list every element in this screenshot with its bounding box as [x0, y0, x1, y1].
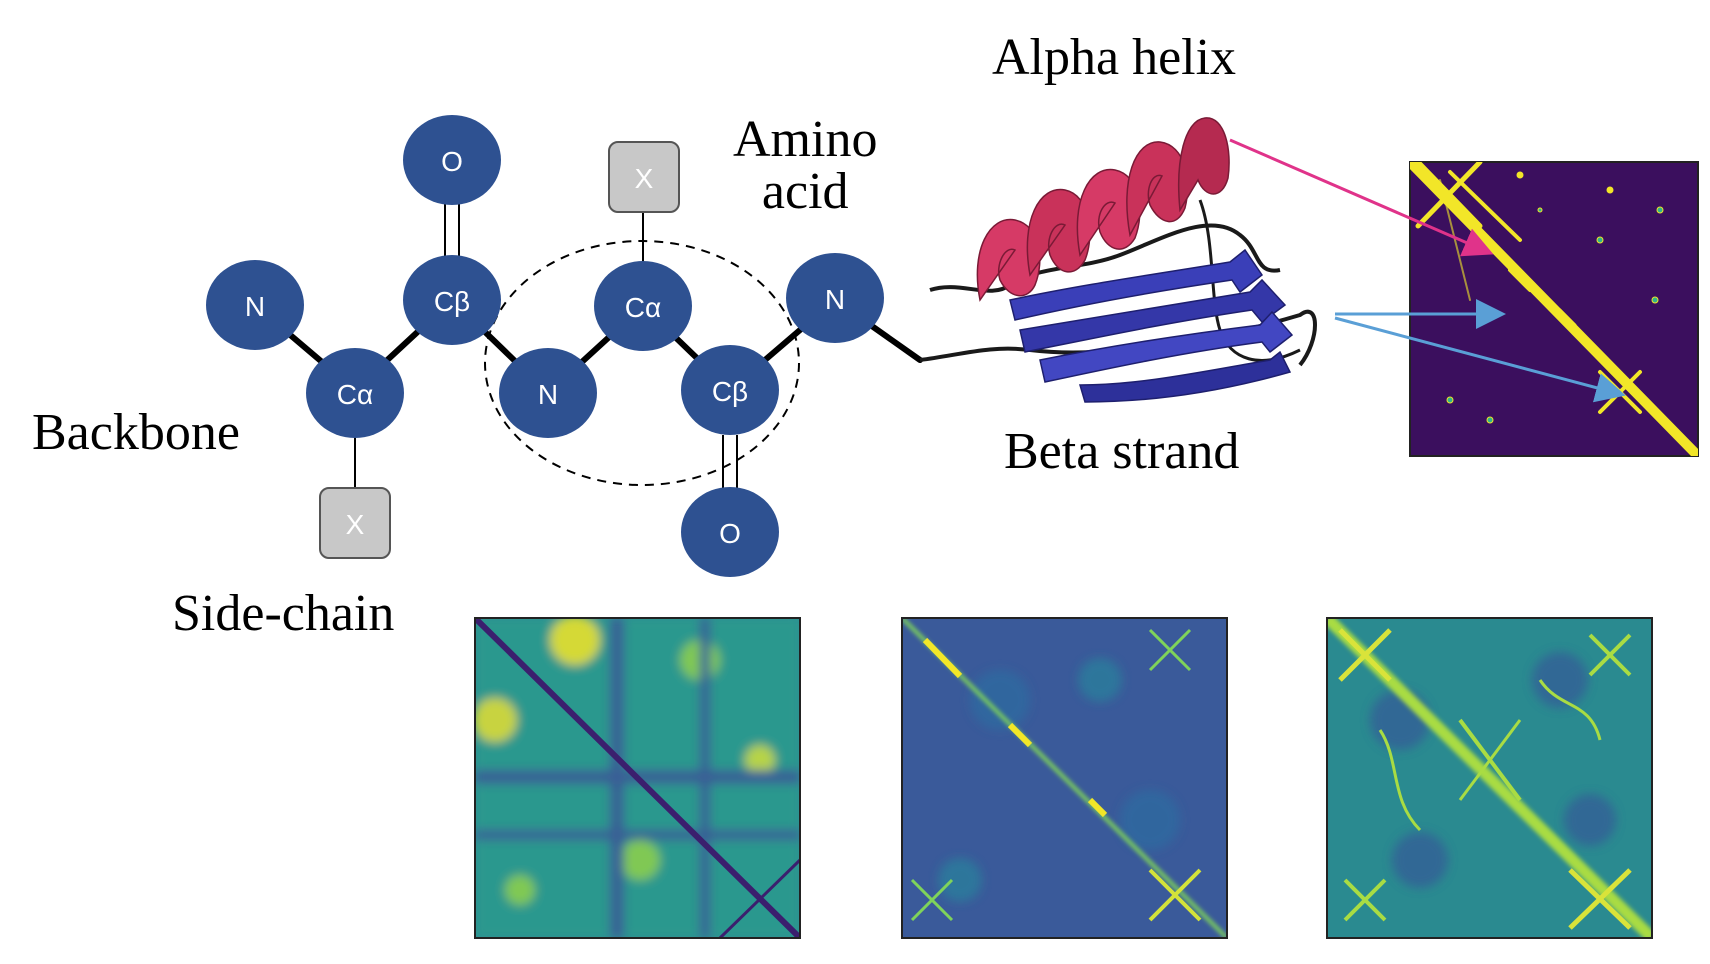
svg-text:Cα: Cα: [337, 379, 373, 410]
svg-text:X: X: [346, 509, 365, 540]
contact-map-true: [1409, 161, 1699, 457]
contact-map-predicted-2: [901, 617, 1228, 939]
backbone-label: Backbone: [32, 404, 240, 461]
svg-text:Cβ: Cβ: [434, 286, 470, 317]
atom-cb2: Cβ: [681, 345, 779, 435]
amino-acid-outline: [484, 240, 800, 486]
amino-acid-label: Amino acid: [733, 114, 877, 218]
svg-text:Cα: Cα: [625, 292, 661, 323]
sidechain-x1: X: [319, 487, 391, 559]
atom-n2: N: [499, 348, 597, 438]
atom-ca1: Cα: [306, 348, 404, 438]
atom-ca2: Cα: [594, 261, 692, 351]
svg-text:O: O: [441, 146, 463, 177]
arrow-beta-strand-2: [1334, 316, 1626, 403]
svg-text:N: N: [538, 379, 558, 410]
atom-o1: O: [403, 115, 501, 205]
beta-strand-label: Beta strand: [1004, 423, 1240, 480]
contact-map-predicted-1: [474, 617, 801, 939]
side-chain-label: Side-chain: [172, 585, 395, 642]
atom-o2: O: [681, 487, 779, 577]
sidechain-x2: X: [608, 141, 680, 213]
beta-strand-cartoon: [1009, 248, 1294, 403]
protein-structure: [919, 117, 1317, 403]
amino-acid-label-line2: acid: [761, 163, 849, 220]
svg-text:N: N: [245, 291, 265, 322]
atom-n3: N: [786, 253, 884, 343]
svg-text:N: N: [825, 284, 845, 315]
svg-text:X: X: [635, 163, 654, 194]
alpha-helix-cartoon: [976, 117, 1230, 302]
contact-map-predicted-3: [1326, 617, 1653, 939]
svg-text:O: O: [719, 518, 741, 549]
atom-n1: N: [206, 260, 304, 350]
svg-text:Cβ: Cβ: [712, 376, 748, 407]
alpha-helix-label: Alpha helix: [992, 29, 1237, 86]
amino-acid-label-line1: Amino: [733, 111, 878, 168]
arrow-alpha-helix: [1229, 138, 1494, 257]
atom-cb1: Cβ: [403, 255, 501, 345]
